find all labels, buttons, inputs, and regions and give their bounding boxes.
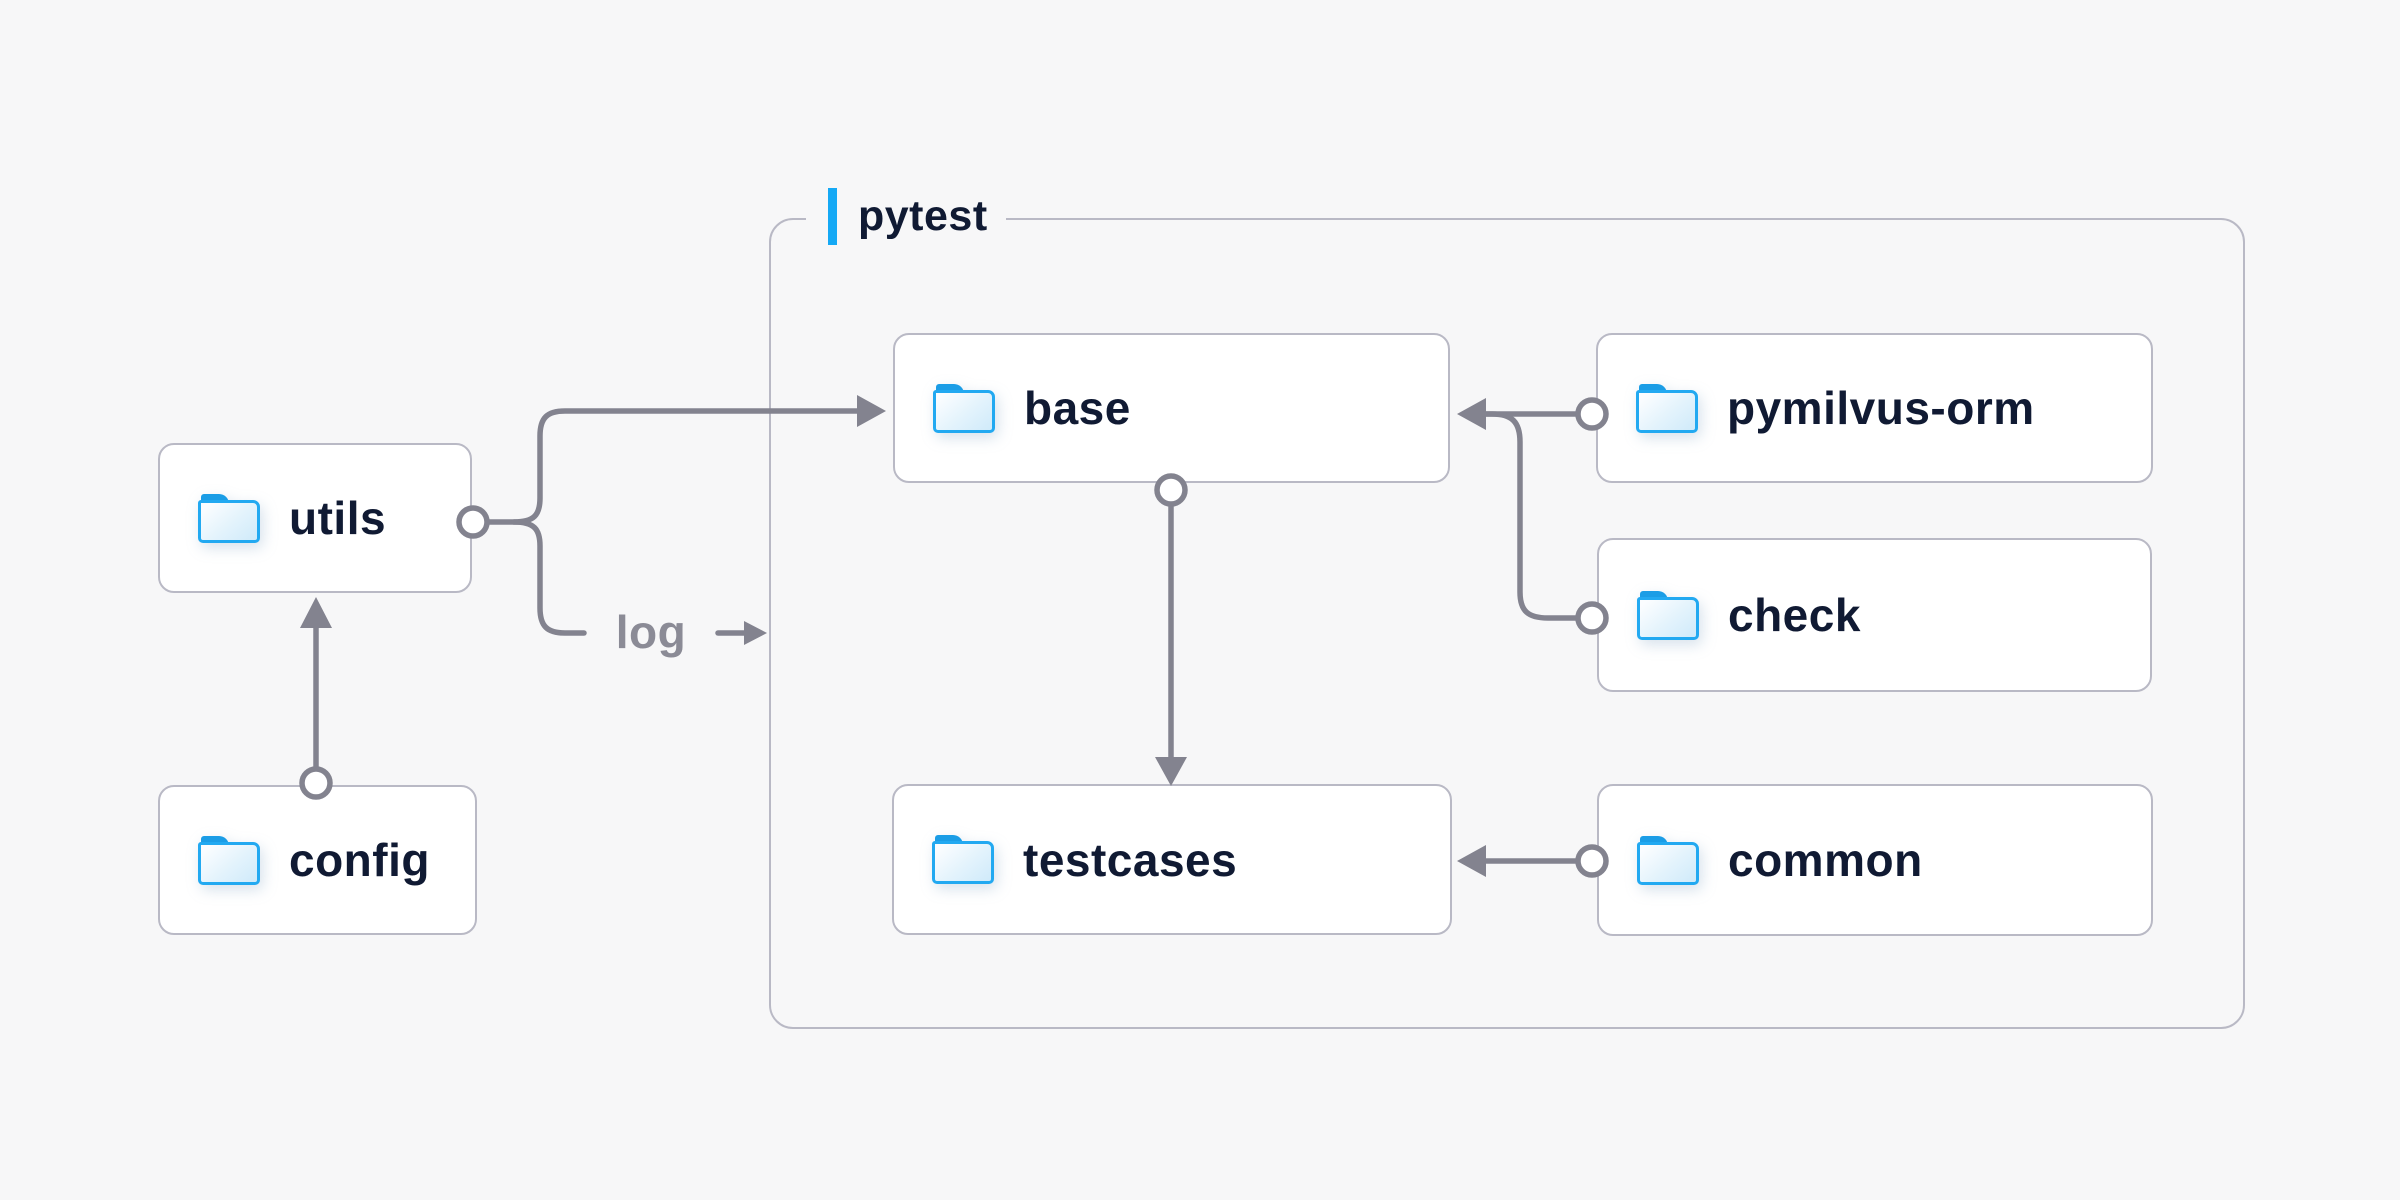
folder-icon [932,835,994,884]
pytest-group [769,218,2245,1029]
folder-icon [933,383,995,433]
folder-icon [1637,835,1699,885]
node-base-label: base [1024,382,1131,434]
node-base: base [893,333,1450,483]
pytest-group-title: pytest [858,192,988,240]
node-check-label: check [1728,589,1861,641]
folder-icon [1637,590,1699,640]
node-testcases: testcases [892,784,1452,935]
node-config: config [158,785,477,935]
folder-icon [198,493,260,543]
node-pymilvus-orm: pymilvus-orm [1596,333,2153,483]
accent-bar-icon [828,187,837,245]
folder-icon [1636,383,1698,433]
node-config-label: config [289,834,430,886]
edge-label-log: log [615,606,687,658]
node-check: check [1597,538,2152,692]
node-testcases-label: testcases [1023,833,1238,886]
pytest-group-label: pytest [806,184,1006,248]
node-utils-label: utils [289,492,387,544]
node-common: common [1597,784,2153,936]
node-pymilvus-orm-label: pymilvus-orm [1727,382,2035,434]
node-utils: utils [158,443,472,593]
node-common-label: common [1728,834,1923,886]
edge-config-utils [299,597,333,800]
folder-icon [198,835,260,885]
